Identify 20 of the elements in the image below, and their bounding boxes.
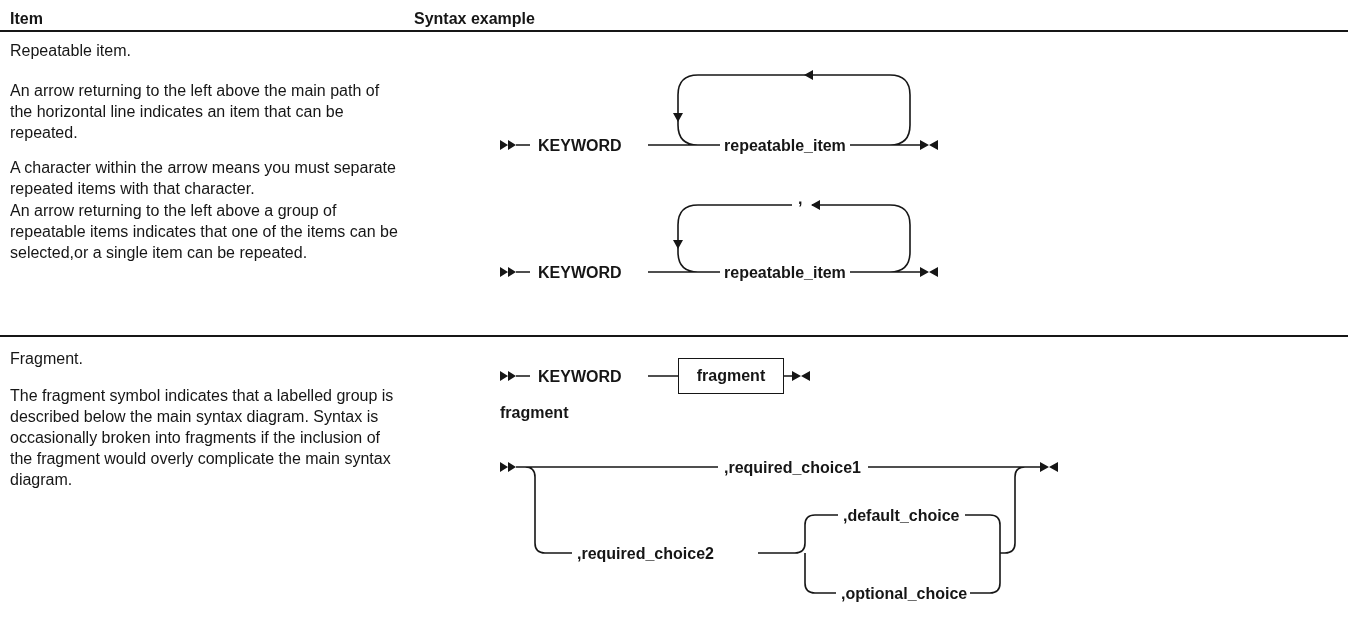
syntax-term: ,default_choice [843, 506, 960, 526]
column-header: Item [10, 9, 43, 29]
syntax-term: ,required_choice1 [724, 458, 861, 478]
item-name: Repeatable item. [10, 41, 131, 61]
syntax-term: KEYWORD [538, 136, 622, 156]
syntax-term: KEYWORD [538, 263, 622, 283]
syntax-term: repeatable_item [724, 136, 846, 156]
description-text: An arrow returning to the left above the main path of the horizontal line indicates an item that can be repeated. [10, 81, 381, 143]
item-name: Fragment. [10, 349, 83, 369]
syntax-term: KEYWORD [538, 367, 622, 387]
syntax-term: repeatable_item [724, 263, 846, 283]
fragment-heading: fragment [500, 403, 569, 423]
column-header: Syntax example [414, 9, 535, 29]
description-text: The fragment symbol indicates that a labelled group is described below the main syntax diagram. Syntax is occasionally broken into fragments if the inclusion of the fragment would overly complicate the main syntax diagram. [10, 386, 395, 490]
syntax-term: ,required_choice2 [577, 544, 714, 564]
fragment-box: fragment [678, 358, 784, 394]
syntax-term: , [798, 189, 803, 209]
description-text: A character within the arrow means you must separate repeated items with that character. [10, 158, 397, 199]
syntax-term: ,optional_choice [841, 584, 968, 604]
description-text: An arrow returning to the left above a group of repeatable items indicates that one of the items can be selected,or a single item can be repeated. [10, 201, 399, 263]
